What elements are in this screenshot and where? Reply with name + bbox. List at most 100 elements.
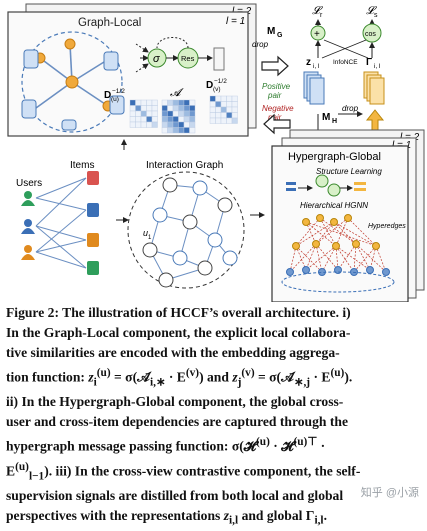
interaction-graph-section: Interaction Graph u 1 xyxy=(127,160,265,289)
matrix-cell xyxy=(189,116,196,123)
matrix-cell xyxy=(161,127,168,134)
hyperedge-link xyxy=(305,221,377,247)
svg-text:i, l: i, l xyxy=(374,63,381,70)
embedding-card xyxy=(309,77,325,105)
hyperedge-node xyxy=(352,240,360,248)
matrix-cell xyxy=(215,106,222,113)
hyperedge-link xyxy=(335,245,339,271)
hyperedge-link xyxy=(353,243,357,273)
hyperedge-link xyxy=(315,243,323,273)
interaction-edge xyxy=(35,225,87,269)
hgnn-label: Hierarchical HGNN xyxy=(300,201,368,210)
drop-top-label: drop xyxy=(252,40,269,49)
matrix-cell xyxy=(231,95,238,102)
matrix-cell xyxy=(178,121,185,128)
gamma-embedding: Γ xyxy=(366,57,372,68)
hierarchical-hgnn-diagram xyxy=(281,214,395,293)
matrix-cell xyxy=(209,106,216,113)
matrix-cell xyxy=(220,117,227,124)
matrix-cell xyxy=(167,99,174,106)
graph-local-title: Graph-Local xyxy=(78,17,141,29)
hyperedge-link xyxy=(337,243,357,271)
interaction-edge xyxy=(35,225,87,241)
hyperedge-link xyxy=(355,243,371,271)
svg-text:s: s xyxy=(374,12,378,19)
interaction-graph xyxy=(142,177,238,288)
graph-node xyxy=(172,250,188,266)
item-icon xyxy=(87,233,99,247)
matrix-cell xyxy=(183,121,190,128)
user-icon xyxy=(21,254,35,260)
matrix-cell xyxy=(231,112,238,119)
caption-line: supervision signals are distilled from b… xyxy=(6,488,344,504)
matrix-cell xyxy=(178,99,185,106)
matrix-cell xyxy=(172,127,179,134)
matrix-cell xyxy=(189,121,196,128)
matrix-cell xyxy=(189,105,196,112)
matrix-cell xyxy=(146,121,153,128)
hypergraph-vertex xyxy=(382,268,390,276)
matrix-cell xyxy=(209,117,216,124)
caption-line: In the Graph-Local component, the explic… xyxy=(6,325,351,340)
hyperedge-link xyxy=(295,245,307,271)
hyperedge-link xyxy=(369,245,377,271)
sigma-symbol: σ xyxy=(153,53,160,65)
hyperedge-link xyxy=(375,245,387,273)
matrix-cell xyxy=(183,110,190,117)
hyperedge-node xyxy=(372,242,380,250)
local-graph-diagram xyxy=(21,31,125,133)
hyperedge-node xyxy=(302,218,310,226)
item-icon xyxy=(87,261,99,275)
watermark: 知乎 @小源 xyxy=(360,487,419,499)
interaction-edge xyxy=(35,251,87,269)
matrix-cell xyxy=(172,99,179,106)
hyperedge-link xyxy=(305,221,337,247)
degree-matrix-user: D xyxy=(104,90,111,101)
hyperedge-link xyxy=(295,221,335,247)
matrix-cell xyxy=(172,105,179,112)
loss-s-label: 𝓛 xyxy=(366,5,377,17)
graph-node xyxy=(152,207,168,223)
hyperedge-link xyxy=(321,245,337,273)
matrix-cell xyxy=(161,105,168,112)
res-label: Res xyxy=(181,54,195,63)
matrix-cell xyxy=(135,116,142,123)
matrix-cell xyxy=(215,95,222,102)
loss-r-label: 𝓛 xyxy=(312,5,323,17)
hyperedge-link xyxy=(347,217,377,247)
matrix-cell xyxy=(220,101,227,108)
global-to-contrast-arrow xyxy=(263,113,291,135)
caption-line: Figure 2: The illustration of HCCF’s ove… xyxy=(6,305,351,320)
users-items-section: Items Users xyxy=(16,160,129,275)
matrix-cell xyxy=(220,112,227,119)
svg-text:pair: pair xyxy=(267,91,282,100)
local-embedding-stack xyxy=(303,71,325,105)
caption-line: user and cross-item dependencies are cap… xyxy=(6,414,348,430)
negative-label: Negative xyxy=(262,104,294,113)
user-icon xyxy=(21,228,35,234)
hyperedge-link xyxy=(353,245,377,273)
matrix-cell xyxy=(151,121,158,128)
hypergraph-title: Hypergraph-Global xyxy=(288,151,381,163)
svg-text:r: r xyxy=(320,12,323,19)
matrix-cell xyxy=(129,110,136,117)
matrix-cell xyxy=(178,110,185,117)
layer-1-label: l = 1 xyxy=(226,16,245,27)
matrix-cell xyxy=(167,127,174,134)
caption-line: hypergraph message passing function: σ(𝓗… xyxy=(6,436,326,454)
hyperedge-node xyxy=(316,214,324,222)
interaction-edge xyxy=(35,209,87,253)
matrix-cell xyxy=(167,110,174,117)
user-icon xyxy=(24,191,32,199)
matrix-cell xyxy=(135,99,142,106)
vertex-layer-outline xyxy=(281,271,395,293)
drop-bottom-label: drop xyxy=(342,104,359,113)
matrix-cell xyxy=(135,105,142,112)
matrix-cell xyxy=(226,117,233,124)
matrix-cell xyxy=(129,99,136,106)
graph-local-panel: l = 2 l = 1 Graph-Local σ xyxy=(7,3,257,137)
hyperedge-node xyxy=(344,214,352,222)
graph-node xyxy=(207,232,223,248)
hyperedge-link xyxy=(333,221,357,245)
matrix-cell xyxy=(231,117,238,124)
